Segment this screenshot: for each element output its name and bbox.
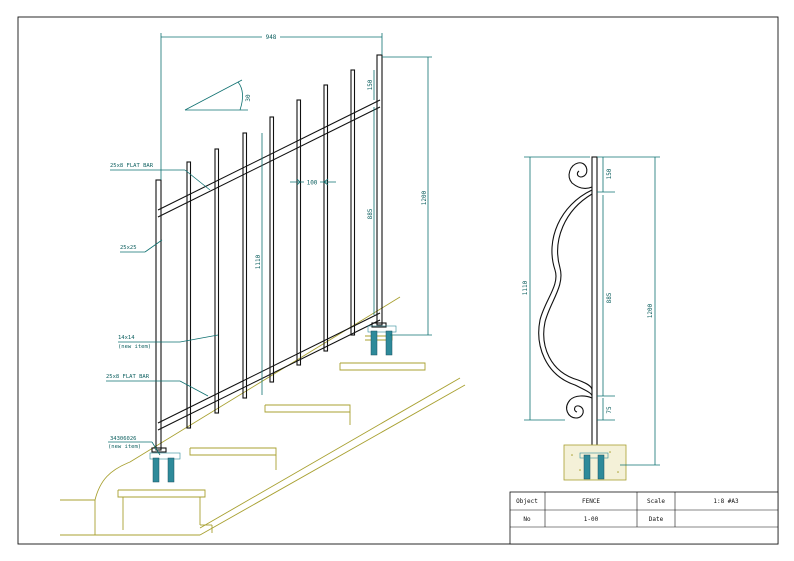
dim-spacing: 100 (307, 180, 318, 187)
label-post: 25x25 (120, 245, 137, 251)
dim-post-height: 1200 (421, 190, 428, 205)
dimension-overall-width: 948 (160, 32, 383, 180)
dim-top-gap: 150 (367, 79, 374, 90)
dimension-inner-height: 1110 (255, 133, 263, 395)
tb-date-label: Date (649, 516, 664, 523)
dim-overall-width: 948 (266, 34, 277, 41)
anchor-bolt-left (149, 452, 181, 483)
label-bar-note: (new item) (118, 344, 151, 350)
title-block: Object FENCE Scale 1:8 #A3 No 1-00 Date (509, 491, 779, 545)
fence-side-view (538, 156, 627, 481)
label-anchor: 34306026 (110, 436, 137, 442)
dimension-top-gap: 150 (367, 70, 375, 100)
callout-post: 25x25 (120, 239, 163, 253)
dim-angle: 30 (245, 94, 252, 102)
callout-top-flat-bar: 25x8 FLAT BAR (110, 163, 211, 191)
angle-indicator: 30 (184, 79, 252, 111)
side-dim-bar-length: 885 (606, 292, 613, 303)
side-dim-inner-height: 1110 (522, 280, 529, 295)
anchor-bolt-right (367, 325, 397, 356)
side-dim-post-height: 1200 (647, 303, 654, 318)
dim-bar-length: 885 (367, 208, 374, 219)
side-dimension-post-height: 1200 (620, 157, 660, 466)
tb-scale-label: Scale (647, 498, 665, 505)
label-bottom-flat-bar: 25x8 FLAT BAR (106, 374, 150, 380)
callout-bottom-flat-bar: 25x8 FLAT BAR (106, 374, 209, 397)
tb-scale-value: 1:8 #A3 (713, 498, 739, 505)
sheet-border (17, 16, 779, 545)
side-dimension-bottom-gap: 75 (597, 398, 615, 421)
label-bar: 14x14 (118, 335, 135, 341)
tb-object-label: Object (516, 498, 538, 505)
callout-bar: 14x14 (new item) (118, 334, 219, 350)
stair-outline (60, 296, 466, 536)
tb-no-value: 1-00 (584, 516, 599, 523)
side-dim-bottom-gap: 75 (606, 406, 613, 414)
dimension-bar-length: 885 (367, 107, 375, 315)
tb-no-label: No (523, 516, 531, 523)
side-dimension-bar-length: 885 (597, 195, 615, 397)
side-dimension-inner-height: 1110 (522, 156, 590, 421)
tb-object-value: FENCE (582, 498, 600, 505)
dim-inner-height: 1110 (255, 254, 262, 269)
fence-front-view (151, 54, 387, 453)
side-dimension-top-gap: 150 (597, 156, 660, 193)
dimension-spacing: 100 (290, 178, 336, 187)
label-anchor-note: (new item) (108, 444, 141, 450)
callout-anchor: 34306026 (new item) (108, 436, 161, 456)
side-dim-top-gap: 150 (606, 168, 613, 179)
label-top-flat-bar: 25x8 FLAT BAR (110, 163, 154, 169)
dimension-post-height: 1200 (382, 56, 432, 336)
